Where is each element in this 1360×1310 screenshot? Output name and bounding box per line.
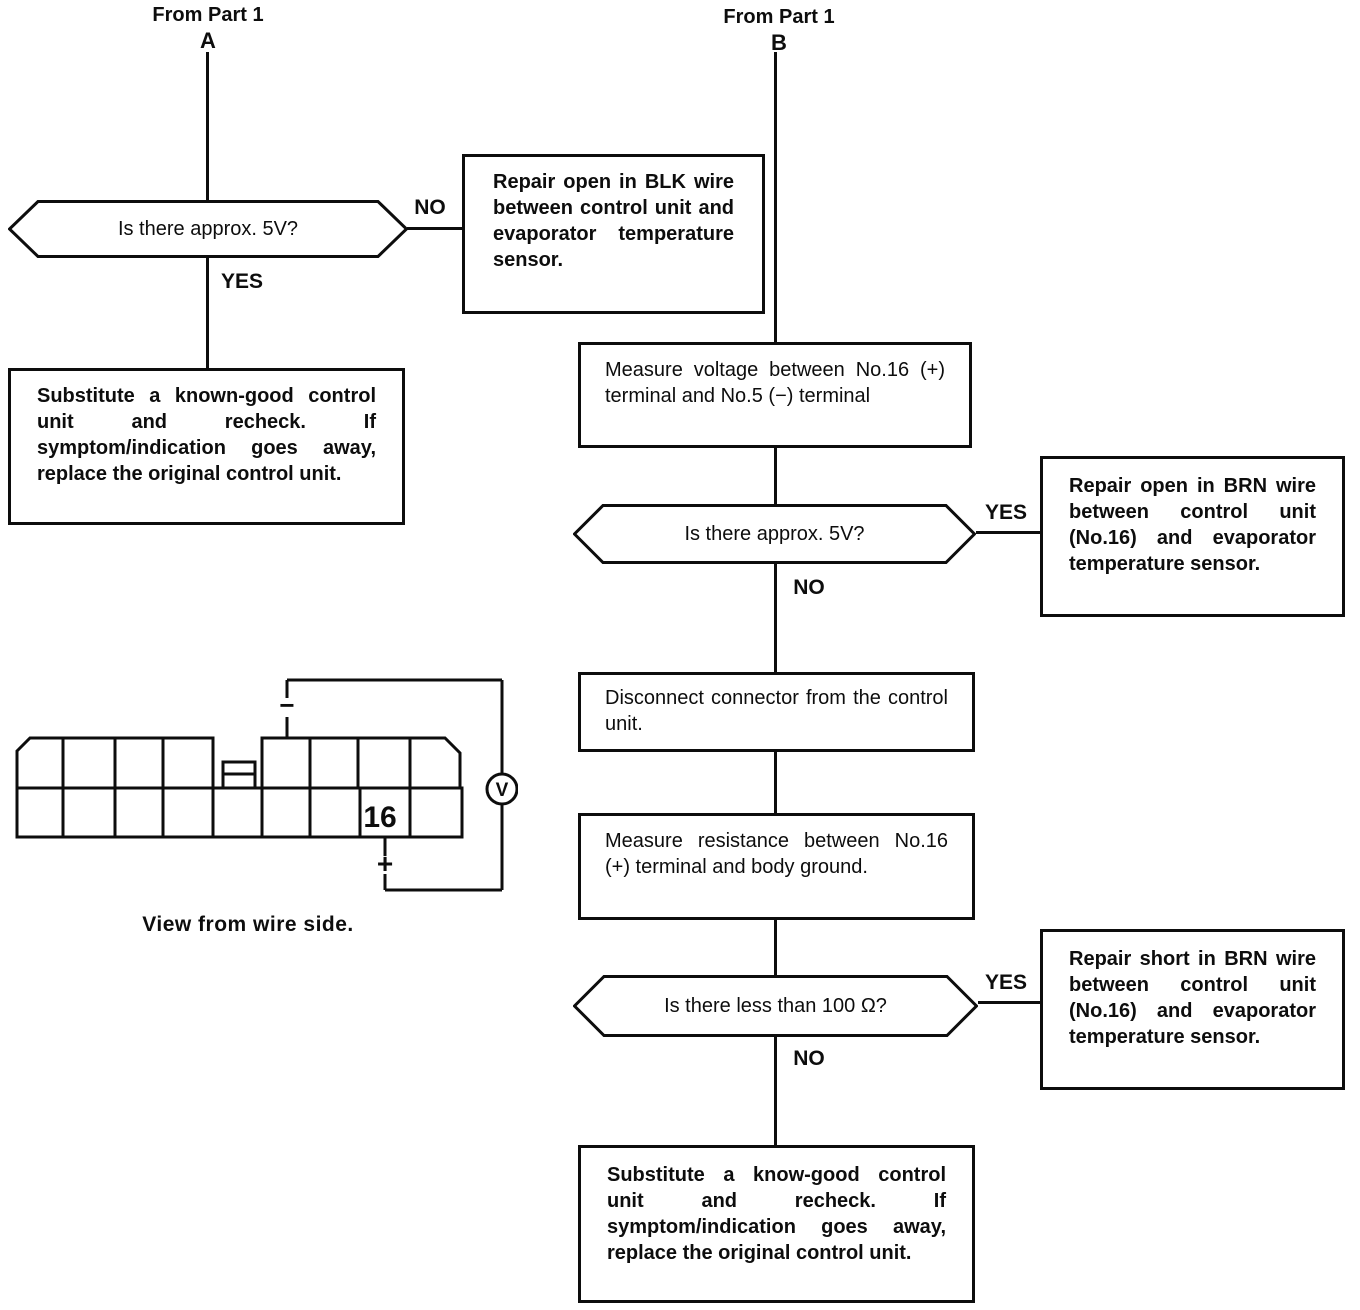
- flow-line-b-entry: [774, 52, 777, 342]
- flow-line-b-3: [774, 752, 777, 813]
- action-repair-open-brn-wire: Repair open in BRN wire between control …: [1040, 456, 1345, 617]
- action-repair-short-brn-wire: Repair short in BRN wire between control…: [1040, 929, 1345, 1090]
- yes-label-a: YES: [220, 270, 264, 293]
- no-label-a: NO: [414, 196, 446, 219]
- decision-hexagon: [573, 504, 976, 564]
- flow-line-b2-yes: [978, 1001, 1040, 1004]
- decision-approx-5v-a: Is there approx. 5V?: [8, 200, 408, 258]
- decision-less-than-100-ohm: Is there less than 100 Ω?: [573, 975, 978, 1037]
- positive-terminal-label: +: [377, 848, 393, 879]
- yes-label-b1: YES: [984, 501, 1028, 524]
- from-part-1-label-a: From Part 1: [152, 4, 264, 26]
- flow-line-a-entry: [206, 52, 209, 201]
- voltmeter-label: V: [496, 780, 509, 801]
- step-measure-voltage: Measure voltage between No.16 (+) termin…: [578, 342, 972, 448]
- connector-diagram: − + V 16: [15, 678, 518, 892]
- no-label-b1: NO: [793, 576, 825, 599]
- flow-line-a-yes: [206, 258, 209, 368]
- action-substitute-control-unit-a: Substitute a known-good control unit and…: [8, 368, 405, 525]
- from-part-1-label-b: From Part 1: [723, 6, 835, 28]
- flow-line-a-no: [407, 227, 462, 230]
- decision-b1-question: Is there approx. 5V?: [684, 522, 865, 545]
- connector-top-right-block: [260, 736, 462, 790]
- negative-terminal-label: −: [279, 690, 294, 720]
- decision-approx-5v-b: Is there approx. 5V?: [573, 504, 976, 564]
- decision-a-question: Is there approx. 5V?: [117, 217, 299, 240]
- action-repair-blk-wire: Repair open in BLK wire between control …: [462, 154, 765, 314]
- connector-caption: View from wire side.: [142, 913, 354, 936]
- branch-b-letter: B: [771, 30, 787, 55]
- flow-line-b-2: [774, 564, 777, 673]
- connector-bottom-row: [15, 786, 464, 839]
- step-measure-resistance: Measure resistance between No.16 (+) ter…: [578, 813, 975, 920]
- action-substitute-control-unit-b: Substitute a know-good control unit and …: [578, 1145, 975, 1303]
- step-disconnect-connector: Disconnect connector from the control un…: [578, 672, 975, 752]
- branch-a-letter: A: [200, 28, 216, 53]
- decision-hexagon: [8, 200, 408, 258]
- flow-line-b-4: [774, 920, 777, 976]
- pin-16-label: 16: [363, 801, 396, 834]
- flow-line-b-1: [774, 448, 777, 505]
- no-label-b2: NO: [793, 1047, 825, 1070]
- flow-line-b-5: [774, 1037, 777, 1145]
- yes-label-b2: YES: [984, 971, 1028, 994]
- flow-line-b1-yes: [976, 531, 1040, 534]
- decision-b2-question: Is there less than 100 Ω?: [664, 994, 887, 1017]
- decision-hexagon: [573, 975, 978, 1037]
